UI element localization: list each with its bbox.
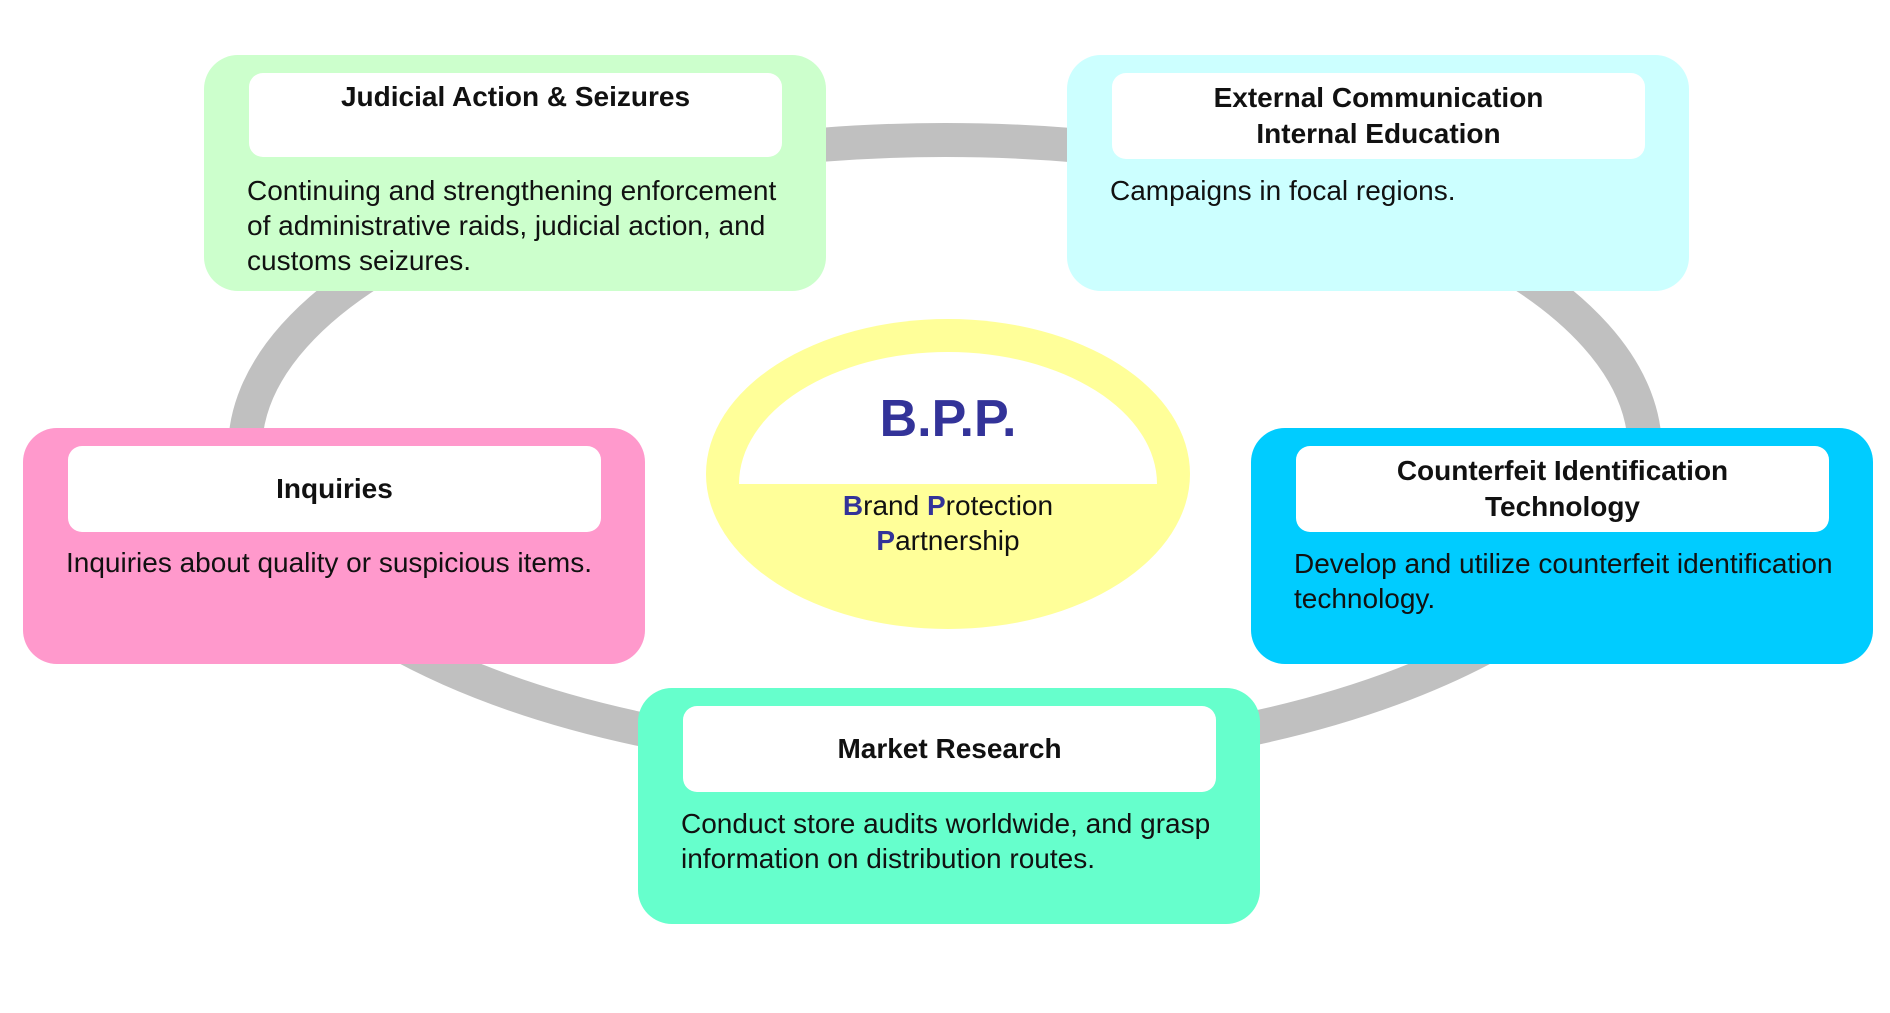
protection-initial: P xyxy=(926,490,946,521)
partnership-word-rest: artnership xyxy=(895,525,1020,556)
card-counterfeit-title: Counterfeit Identification Technology xyxy=(1396,455,1729,522)
card-counterfeit-body: Develop and utilize counterfeit identifi… xyxy=(1294,548,1833,614)
card-market-research: Market Research Conduct store audits wor… xyxy=(638,688,1260,924)
card-inquiries: Inquiries Inquiries about quality or sus… xyxy=(23,428,645,664)
card-counterfeit-title-box: Counterfeit Identification Technology xyxy=(1296,446,1829,532)
card-judicial-body: Continuing and strengthening enforcement… xyxy=(247,175,777,276)
card-external-body: Campaigns in focal regions. xyxy=(1110,175,1456,206)
card-external-title-box: External Communication Internal Educatio… xyxy=(1112,73,1645,159)
card-counterfeit-identification: Counterfeit Identification Technology De… xyxy=(1251,428,1873,664)
center-hub: B.P.P. Brand Protection Partnership xyxy=(706,319,1190,629)
brand-initial: B xyxy=(842,490,864,521)
card-judicial-title-box: Judicial Action & Seizures xyxy=(249,73,782,157)
card-market-body: Conduct store audits worldwide, and gras… xyxy=(681,808,1211,874)
center-hub-subtitle: Brand Protection Partnership xyxy=(706,488,1190,558)
protection-word-rest: rotection xyxy=(945,490,1054,521)
center-hub-subtitle-line-2: Partnership xyxy=(706,523,1190,558)
card-market-title-box: Market Research xyxy=(683,706,1216,792)
partnership-initial: P xyxy=(876,525,896,556)
card-judicial-action: Judicial Action & Seizures Continuing an… xyxy=(204,55,826,291)
card-inquiries-body: Inquiries about quality or suspicious it… xyxy=(66,547,593,578)
card-inquiries-title-box: Inquiries xyxy=(68,446,601,532)
card-external-communication: External Communication Internal Educatio… xyxy=(1067,55,1689,291)
card-external-title: External Communication Internal Educatio… xyxy=(1213,82,1544,149)
card-inquiries-title: Inquiries xyxy=(276,473,393,504)
center-hub-title: B.P.P. xyxy=(879,390,1017,448)
brand-word-rest: rand xyxy=(863,490,927,521)
center-hub-subtitle-line-1: Brand Protection xyxy=(706,488,1190,523)
card-judicial-title: Judicial Action & Seizures xyxy=(340,81,691,112)
card-market-title: Market Research xyxy=(837,733,1062,764)
